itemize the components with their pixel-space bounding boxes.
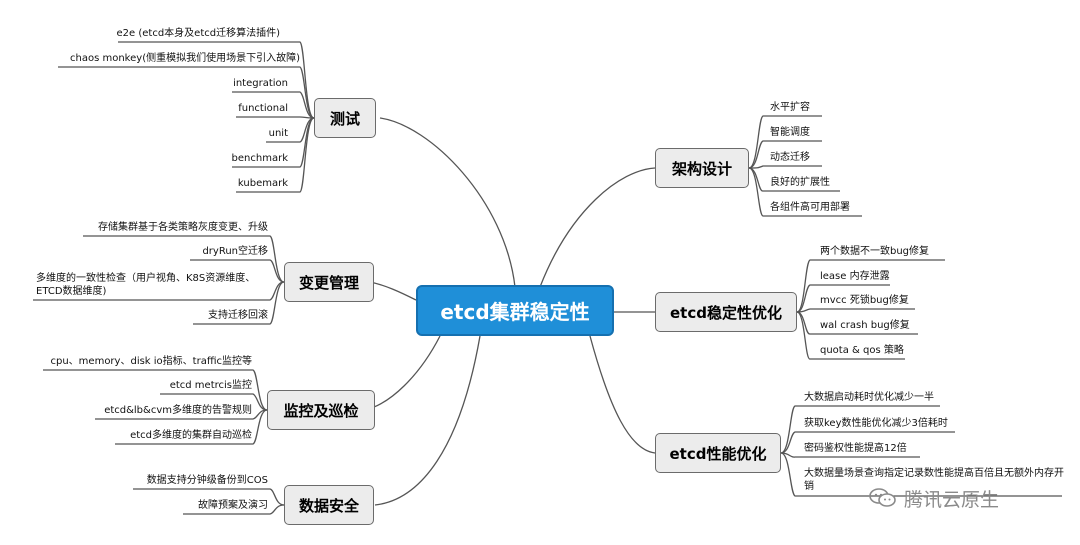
leaf-stability-1: 两个数据不一致bug修复 xyxy=(820,246,930,257)
wechat-logo-icon xyxy=(869,488,896,507)
branch-performance-optimization: etcd性能优化 xyxy=(655,433,781,473)
leaf-perf-2: 获取key数性能优化减少3倍耗时 xyxy=(804,418,948,429)
leaf-change-1: 存储集群基于各类策略灰度变更、升级 xyxy=(98,222,268,233)
leaf-perf-4: 大数据量场景查询指定记录数性能提高百倍且无额外内存开销 xyxy=(804,468,1064,492)
leaf-monitor-1: cpu、memory、disk io指标、traffic监控等 xyxy=(50,356,253,367)
leaf-data-1: 数据支持分钟级备份到COS xyxy=(146,475,268,486)
leaf-change-3: 多维度的一致性检查（用户视角、K8S资源维度、ETCD数据维度) xyxy=(36,273,256,297)
branch-change-management: 变更管理 xyxy=(284,262,374,302)
branch-architecture: 架构设计 xyxy=(655,148,749,188)
branch-stability-optimization: etcd稳定性优化 xyxy=(655,292,797,332)
leaf-test-4: functional xyxy=(238,103,288,114)
leaf-monitor-4: etcd多维度的集群自动巡检 xyxy=(130,430,252,441)
branch-test: 测试 xyxy=(314,98,376,138)
leaf-stability-5: quota & qos 策略 xyxy=(820,345,904,356)
leaf-change-4: 支持迁移回滚 xyxy=(208,310,268,321)
leaf-data-2: 故障预案及演习 xyxy=(198,500,268,511)
leaf-test-5: unit xyxy=(268,128,288,139)
leaf-test-1: e2e (etcd本身及etcd迁移算法插件) xyxy=(116,28,281,39)
leaf-arch-4: 良好的扩展性 xyxy=(770,177,830,188)
leaf-test-2: chaos monkey(侧重模拟我们使用场景下引入故障) xyxy=(70,53,300,64)
leaf-test-3: integration xyxy=(233,78,288,89)
leaf-stability-2: lease 内存泄露 xyxy=(820,271,890,282)
branch-data-security: 数据安全 xyxy=(284,485,374,525)
central-topic: etcd集群稳定性 xyxy=(416,285,614,336)
leaf-arch-2: 智能调度 xyxy=(770,127,810,138)
leaf-perf-1: 大数据启动耗时优化减少一半 xyxy=(804,392,934,403)
watermark-text: 腾讯云原生 xyxy=(904,488,1000,511)
leaf-test-7: kubemark xyxy=(237,178,288,189)
leaf-change-2: dryRun空迁移 xyxy=(202,246,268,257)
leaf-test-6: benchmark xyxy=(231,153,288,164)
leaf-monitor-2: etcd metrcis监控 xyxy=(169,380,252,391)
leaf-perf-3: 密码鉴权性能提高12倍 xyxy=(804,443,907,454)
leaf-arch-3: 动态迁移 xyxy=(770,152,810,163)
watermark: 腾讯云原生 xyxy=(868,484,999,512)
leaf-monitor-3: etcd&lb&cvm多维度的告警规则 xyxy=(104,405,252,416)
leaf-stability-4: wal crash bug修复 xyxy=(820,320,910,331)
leaf-arch-5: 各组件高可用部署 xyxy=(770,202,850,213)
leaf-arch-1: 水平扩容 xyxy=(770,102,810,113)
leaf-stability-3: mvcc 死锁bug修复 xyxy=(820,295,909,306)
branch-monitoring: 监控及巡检 xyxy=(267,390,375,430)
